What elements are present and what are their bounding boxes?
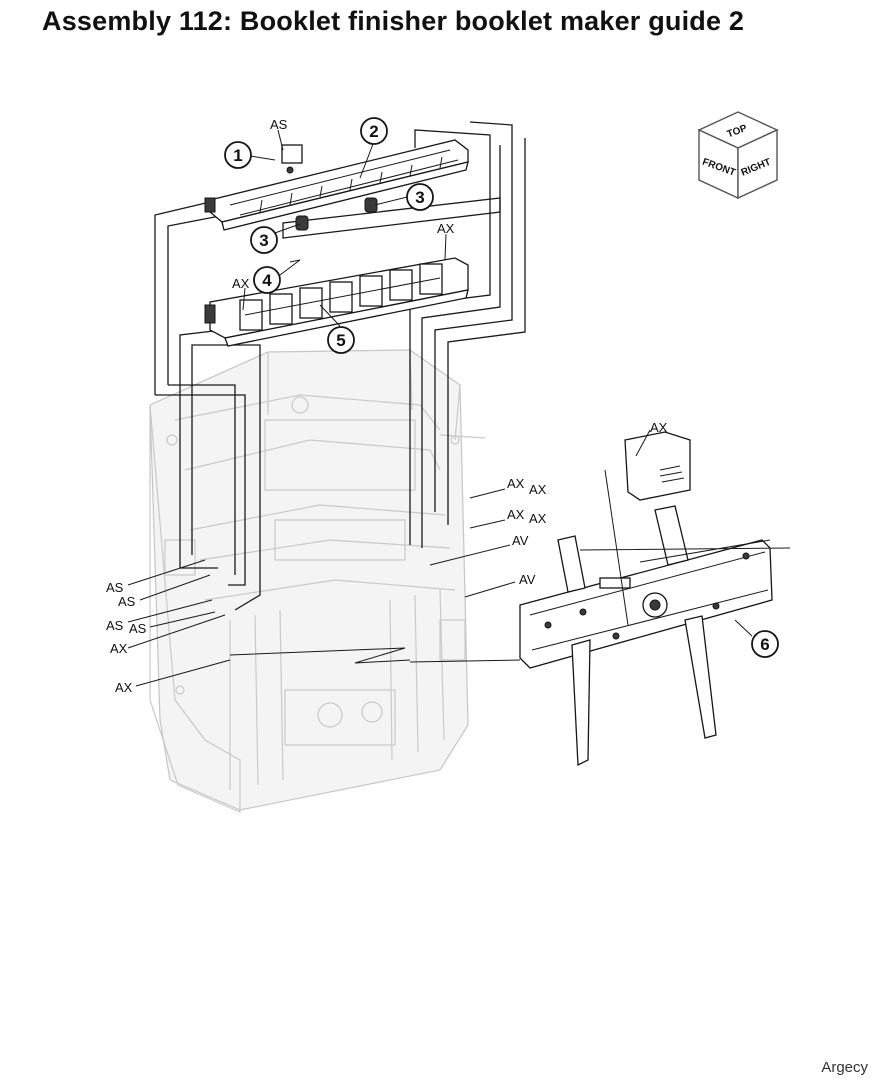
code-as: AS bbox=[118, 594, 136, 609]
callout-3a: 3 bbox=[406, 183, 434, 211]
code-av: AV bbox=[512, 533, 529, 548]
finisher-frame-ghost bbox=[149, 349, 486, 813]
code-as: AS bbox=[106, 580, 124, 595]
code-ax: AX bbox=[110, 641, 128, 656]
brand-footer: Argecy bbox=[821, 1059, 868, 1076]
callout-2: 2 bbox=[360, 117, 388, 145]
booklet-maker-guide-part-6 bbox=[519, 431, 773, 767]
orientation-cube: TOP FRONT RIGHT bbox=[697, 111, 779, 200]
lower-guide-part-5 bbox=[204, 257, 469, 347]
code-ax: AX bbox=[507, 476, 525, 491]
upper-guide-part-2 bbox=[204, 139, 469, 231]
code-ax: AX bbox=[437, 221, 455, 236]
code-as: AS bbox=[129, 621, 147, 636]
svg-text:3: 3 bbox=[415, 188, 424, 207]
exploded-view-frames bbox=[154, 121, 526, 611]
svg-text:2: 2 bbox=[369, 122, 378, 141]
callout-4: 4 bbox=[253, 266, 281, 294]
code-ax: AX bbox=[507, 507, 525, 522]
code-ax: AX bbox=[115, 680, 133, 695]
code-ax: AX bbox=[529, 511, 547, 526]
callout-5: 5 bbox=[327, 326, 355, 354]
svg-text:3: 3 bbox=[259, 231, 268, 250]
svg-text:5: 5 bbox=[336, 331, 345, 350]
code-as: AS bbox=[106, 618, 124, 633]
callout-6: 6 bbox=[751, 630, 779, 658]
code-av: AV bbox=[519, 572, 536, 587]
code-as: AS bbox=[270, 117, 288, 132]
part-code-labels: AS AX AX AX AX AX AX AX AV AV AS AS AS A… bbox=[106, 117, 668, 695]
svg-text:6: 6 bbox=[760, 635, 769, 654]
callout-3b: 3 bbox=[250, 226, 278, 254]
code-ax: AX bbox=[529, 482, 547, 497]
svg-text:1: 1 bbox=[233, 146, 242, 165]
callout-1: 1 bbox=[224, 141, 252, 169]
code-ax: AX bbox=[650, 420, 668, 435]
page-title: Assembly 112: Booklet finisher booklet m… bbox=[42, 6, 745, 36]
leader-lines bbox=[127, 129, 791, 687]
svg-text:4: 4 bbox=[262, 271, 272, 290]
code-ax: AX bbox=[232, 276, 250, 291]
